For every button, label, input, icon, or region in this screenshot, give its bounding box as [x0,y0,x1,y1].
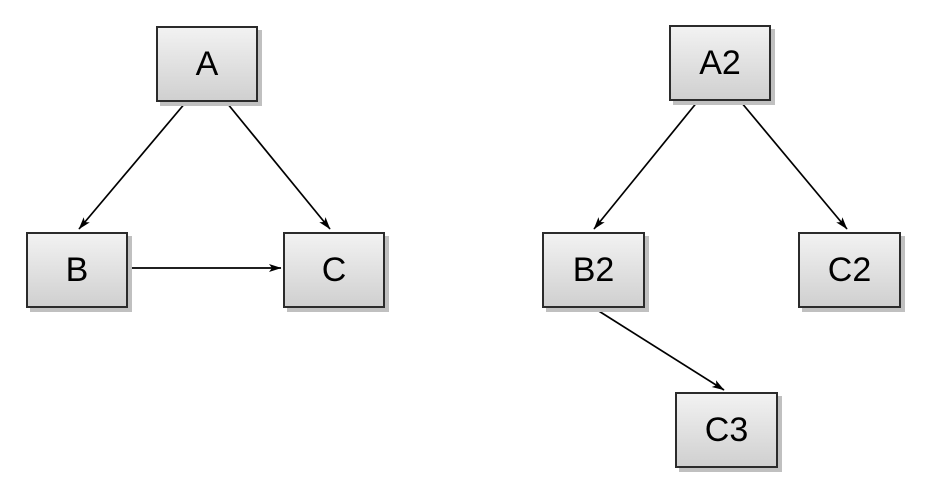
node-A[interactable]: A [156,26,258,102]
node-B2[interactable]: B2 [542,232,645,308]
node-C[interactable]: C [283,232,385,308]
node-C2[interactable]: C2 [798,232,901,308]
edge-B2-C3 [593,307,725,391]
node-C2-label: C2 [827,251,872,289]
edge-A2-C2 [740,101,848,230]
node-B-label: B [65,251,89,289]
node-A2[interactable]: A2 [669,25,771,101]
node-B[interactable]: B [26,232,128,308]
node-C3-label: C3 [704,411,749,449]
node-A2-label: A2 [699,44,741,82]
node-A-label: A [195,45,219,83]
node-B2-label: B2 [572,251,615,289]
edge-A2-B2 [593,100,699,230]
node-C-label: C [321,251,347,289]
edge-A-B [78,101,187,230]
node-C3[interactable]: C3 [675,392,778,468]
edge-A-C [226,102,331,230]
